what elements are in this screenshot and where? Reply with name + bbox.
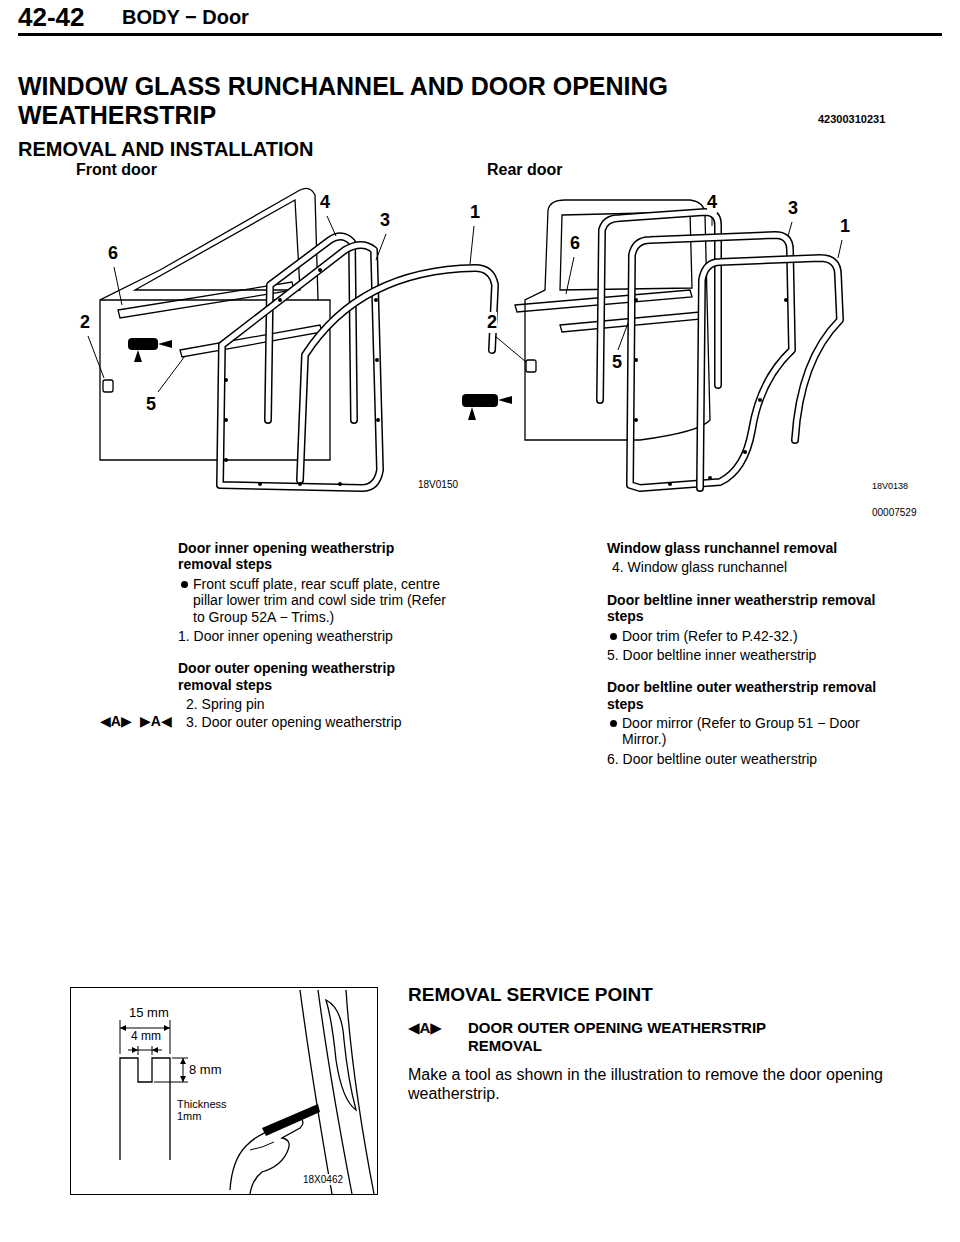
step-text: 3. Door outer opening weatherstrip <box>186 714 450 730</box>
tool-drawing <box>120 990 374 1194</box>
bullet-dot <box>610 720 617 727</box>
dimension-label: Thickness 1mm <box>177 1098 241 1122</box>
step-heading: Door beltline outer weatherstrip removal… <box>607 679 899 712</box>
step-text: 5. Door beltline inner weatherstrip <box>607 647 899 663</box>
figure-code: 18V0138 <box>872 481 908 492</box>
callout-number: 6 <box>570 233 580 254</box>
step-text: 6. Door beltline outer weatherstrip <box>607 751 899 767</box>
step-heading: Door inner opening weatherstrip removal … <box>178 540 450 573</box>
page-title: WINDOW GLASS RUNCHANNEL AND DOOR OPENING… <box>18 72 778 130</box>
dimension-label: 15 mm <box>129 1006 169 1020</box>
section-heading: REMOVAL AND INSTALLATION <box>18 138 314 162</box>
procedure-item: 5. Door beltline inner weatherstrip <box>607 647 899 663</box>
procedure-item: Door trim (Refer to P.42-32.) <box>607 628 899 644</box>
callout-number: 5 <box>146 394 156 415</box>
callout-number: 2 <box>487 312 497 333</box>
callout-number: 1 <box>840 216 850 237</box>
section-header: BODY − Door <box>122 6 249 30</box>
section-heading: REMOVAL SERVICE POINT <box>408 984 653 1006</box>
procedure-column: Window glass runchannel removal 4. Window… <box>607 540 899 767</box>
dimension-label: 4 mm <box>131 1030 161 1043</box>
dimension-label: 18X0462 <box>303 1174 343 1185</box>
procedure-item: 3. Door outer opening weatherstrip <box>178 714 450 730</box>
service-mark: ◀A▶ <box>100 713 132 730</box>
step-heading: Door beltline inner weatherstrip removal… <box>607 592 899 625</box>
service-heading: DOOR OUTER OPENING WEATHERSTRIP REMOVAL <box>468 1019 828 1054</box>
view-label: Front door <box>76 161 157 180</box>
procedure-column: Door inner opening weatherstrip removal … <box>178 540 450 731</box>
figure-code: 00007529 <box>872 507 917 519</box>
rear-door-drawing <box>462 200 842 488</box>
step-text: Door mirror (Refer to Group 51 − Door Mi… <box>622 715 899 748</box>
service-mark: ◀A▶ <box>408 1019 442 1037</box>
callout-number: 1 <box>470 202 480 223</box>
step-text: 4. Window glass runchannel <box>612 559 899 575</box>
callout-number: 3 <box>380 210 390 231</box>
procedure-item: 6. Door beltline outer weatherstrip <box>607 751 899 767</box>
figure-code: 18V0150 <box>418 479 458 491</box>
view-label: Rear door <box>487 161 563 180</box>
procedure-item: Door mirror (Refer to Group 51 − Door Mi… <box>607 715 899 748</box>
procedure-item: Door outer opening weatherstrip removal … <box>178 660 450 693</box>
callout-number: 4 <box>707 192 717 213</box>
page-number: 42-42 <box>18 2 85 33</box>
step-text: Door trim (Refer to P.42-32.) <box>622 628 899 644</box>
reference-code: 42300310231 <box>818 113 885 126</box>
step-text: 2. Spring pin <box>186 696 450 712</box>
procedure-item: 4. Window glass runchannel <box>607 559 899 575</box>
procedure-item: Door beltline inner weatherstrip removal… <box>607 592 899 625</box>
bullet-dot <box>181 581 188 588</box>
callout-number: 2 <box>80 312 90 333</box>
procedure-item: Window glass runchannel removal <box>607 540 899 556</box>
service-mark: ▶A◀ <box>140 713 172 730</box>
inset-frame: 15 mm 4 mm 8 mm Thickness 1mm 18X0462 <box>70 987 378 1195</box>
procedure-item: Front scuff plate, rear scuff plate, cen… <box>178 576 450 625</box>
callout-number: 3 <box>788 198 798 219</box>
procedure-item: Door inner opening weatherstrip removal … <box>178 540 450 573</box>
front-door-drawing <box>88 188 495 488</box>
step-text: Front scuff plate, rear scuff plate, cen… <box>193 576 450 625</box>
step-text: 1. Door inner opening weatherstrip <box>178 628 450 644</box>
procedure-item: Door beltline outer weatherstrip removal… <box>607 679 899 712</box>
procedure-item: 1. Door inner opening weatherstrip <box>178 628 450 644</box>
header-rule <box>18 33 942 36</box>
dimension-label: 8 mm <box>189 1063 222 1077</box>
procedure-item: 2. Spring pin <box>178 696 450 712</box>
callout-number: 4 <box>320 192 330 213</box>
step-heading: Window glass runchannel removal <box>607 540 899 556</box>
callout-number: 6 <box>108 243 118 264</box>
callout-number: 5 <box>612 352 622 373</box>
bullet-dot <box>610 633 617 640</box>
step-heading: Door outer opening weatherstrip removal … <box>178 660 450 693</box>
body-text: Make a tool as shown in the illustration… <box>408 1066 928 1104</box>
